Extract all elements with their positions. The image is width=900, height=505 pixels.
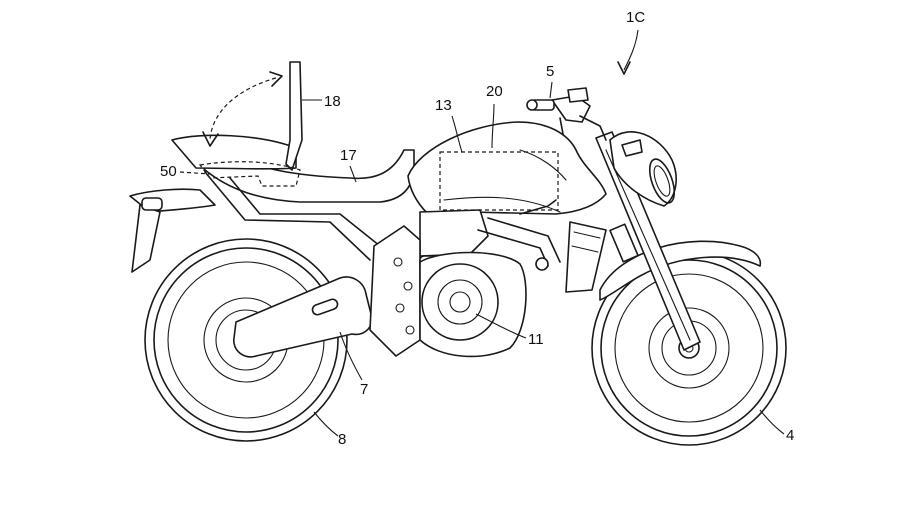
label-13-group: 13	[435, 97, 463, 153]
backrest	[285, 61, 303, 171]
label-50-group: 50	[160, 163, 211, 180]
label-7-group: 7	[339, 331, 368, 398]
label-18-group: 18	[302, 93, 341, 110]
label-17-group: 17	[340, 147, 357, 183]
label-8-group: 8	[313, 411, 346, 448]
label-11-group: 11	[475, 313, 544, 348]
label-17: 17	[340, 147, 357, 164]
storage-compartment-50	[198, 161, 301, 187]
label-18: 18	[324, 93, 341, 110]
motor-housing	[419, 251, 527, 358]
powertrain-internals	[477, 199, 561, 271]
front-fork	[595, 131, 701, 351]
label-8: 8	[338, 431, 346, 448]
label-1c-group: 1C	[617, 9, 645, 75]
battery-box-13	[439, 151, 559, 211]
headlight	[609, 131, 677, 207]
side-fairing	[419, 209, 607, 293]
tail-section	[129, 188, 216, 273]
figure-title: 1C	[626, 9, 645, 26]
label-13: 13	[435, 97, 452, 114]
label-20-group: 20	[486, 83, 503, 149]
label-5-group: 5	[546, 63, 554, 99]
rear-frame	[204, 171, 386, 261]
swingarm	[233, 276, 373, 358]
label-20: 20	[486, 83, 503, 100]
label-7: 7	[360, 381, 368, 398]
tail-cowl	[171, 134, 297, 170]
label-4-group: 4	[759, 409, 794, 444]
label-11: 11	[528, 331, 544, 348]
label-5: 5	[546, 63, 554, 80]
backrest-pivot-arrow	[202, 71, 283, 147]
seat	[195, 145, 415, 203]
tank-cover	[407, 121, 607, 215]
electric-motor	[421, 263, 499, 341]
label-4: 4	[786, 427, 794, 444]
front-fender	[599, 240, 762, 301]
label-50: 50	[160, 163, 177, 180]
